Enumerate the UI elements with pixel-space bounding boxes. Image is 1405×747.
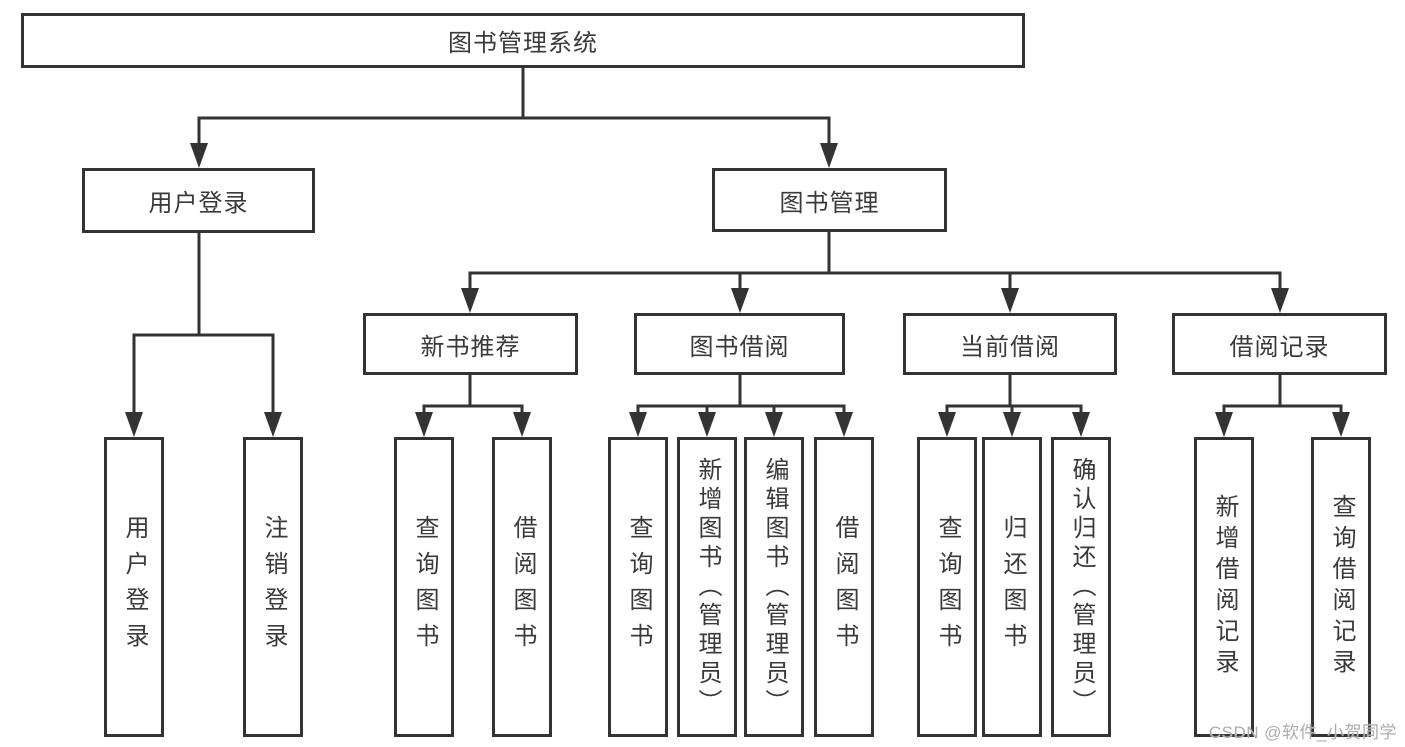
leaf-borrow-borrow-book-label: 借阅图书 <box>831 515 858 659</box>
node-user-login: 用户登录 <box>82 168 315 233</box>
leaf-current-query-book: 查询图书 <box>917 437 977 737</box>
leaf-recommend-borrow-book-label: 借阅图书 <box>509 515 536 659</box>
leaf-record-query-label: 查询借阅记录 <box>1328 494 1355 680</box>
leaf-record-add-label: 新增借阅记录 <box>1211 494 1238 680</box>
node-new-book-recommend: 新书推荐 <box>363 313 578 375</box>
leaf-recommend-borrow-book: 借阅图书 <box>492 437 552 737</box>
node-book-management: 图书管理 <box>712 168 947 232</box>
node-borrow-record: 借阅记录 <box>1172 313 1387 375</box>
csdn-watermark: CSDN @软件_小贺同学 <box>1208 723 1397 742</box>
leaf-borrow-edit-book-admin: 编辑图书（管理员） <box>744 437 804 737</box>
leaf-current-query-book-label: 查询图书 <box>934 515 961 659</box>
leaf-borrow-add-book-admin-label: 新增图书（管理员） <box>694 456 721 718</box>
leaf-borrow-edit-book-admin-label: 编辑图书（管理员） <box>761 456 788 718</box>
leaf-current-confirm-return-admin-label: 确认归还（管理员） <box>1068 456 1095 718</box>
node-current-borrow: 当前借阅 <box>903 313 1117 375</box>
node-book-management-label: 图书管理 <box>779 189 880 217</box>
leaf-borrow-query-book-label: 查询图书 <box>625 515 652 659</box>
leaf-current-return-book: 归还图书 <box>982 437 1042 737</box>
node-current-borrow-label: 当前借阅 <box>960 333 1060 361</box>
leaf-current-confirm-return-admin: 确认归还（管理员） <box>1051 437 1111 737</box>
node-book-borrow-label: 图书借阅 <box>689 333 790 361</box>
leaf-user-login: 用户登录 <box>104 437 164 737</box>
leaf-user-login-label: 用户登录 <box>121 515 148 659</box>
leaf-borrow-add-book-admin: 新增图书（管理员） <box>677 437 737 737</box>
leaf-recommend-query-book-label: 查询图书 <box>411 515 438 659</box>
leaf-borrow-borrow-book: 借阅图书 <box>814 437 874 737</box>
leaf-record-query: 查询借阅记录 <box>1311 437 1371 737</box>
leaf-current-return-book-label: 归还图书 <box>999 515 1026 659</box>
leaf-record-add: 新增借阅记录 <box>1194 437 1254 737</box>
leaf-logout: 注销登录 <box>243 437 303 737</box>
node-library-system: 图书管理系统 <box>21 13 1025 68</box>
node-borrow-record-label: 借阅记录 <box>1229 333 1330 361</box>
node-user-login-label: 用户登录 <box>148 190 249 217</box>
leaf-recommend-query-book: 查询图书 <box>394 437 454 737</box>
node-library-system-label: 图书管理系统 <box>448 30 598 57</box>
node-book-borrow: 图书借阅 <box>634 313 845 375</box>
node-new-book-recommend-label: 新书推荐 <box>420 333 521 361</box>
leaf-logout-label: 注销登录 <box>260 515 287 659</box>
leaf-borrow-query-book: 查询图书 <box>608 437 668 737</box>
